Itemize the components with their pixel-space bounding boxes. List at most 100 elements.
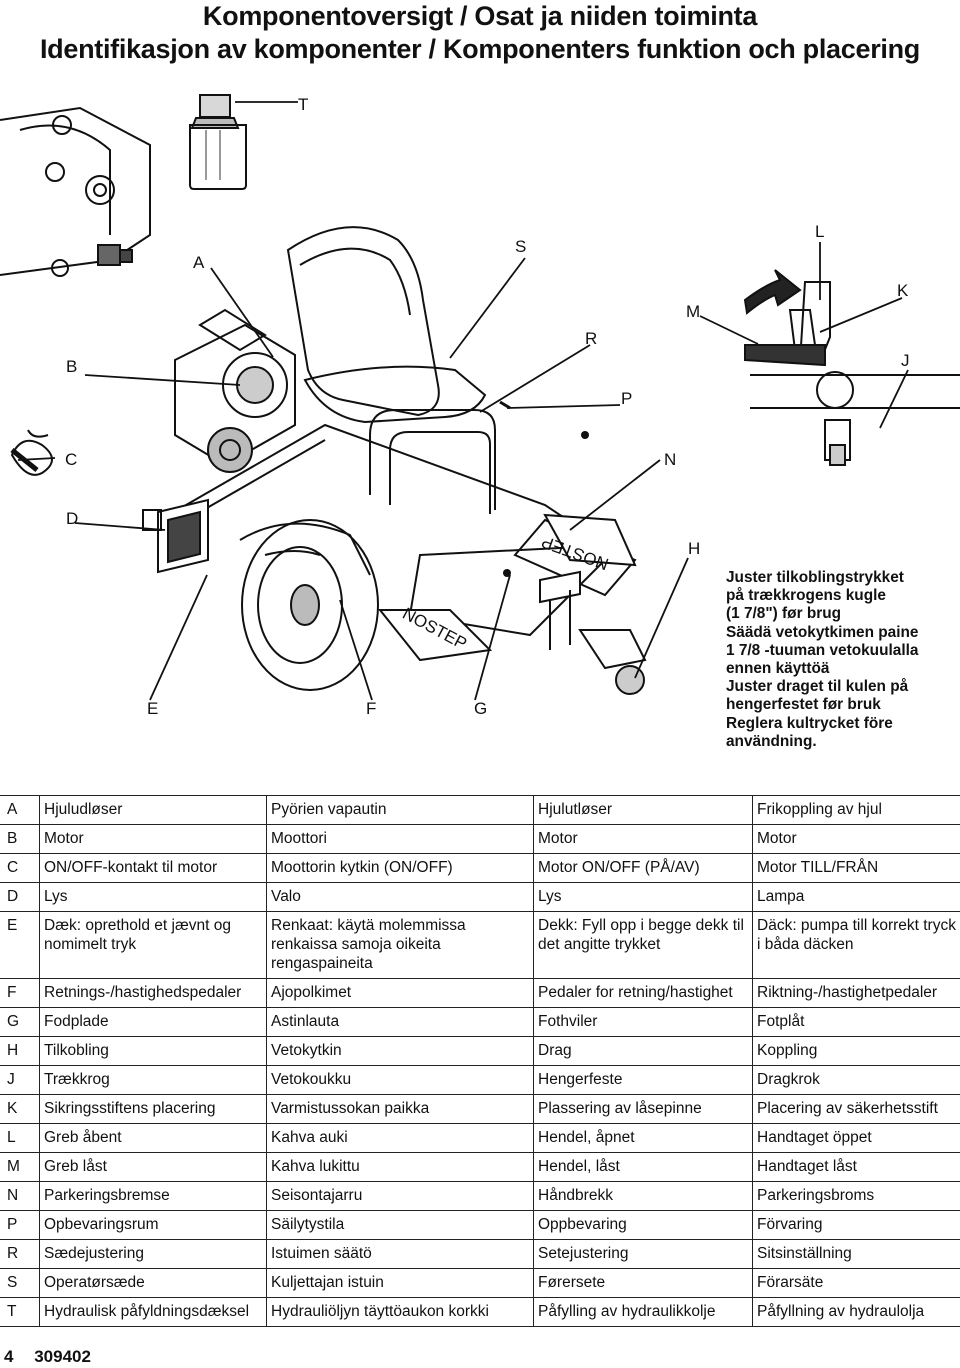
callout-C: C (65, 450, 77, 469)
row-key-cell: E (0, 911, 40, 979)
row-key-cell: J (0, 1065, 40, 1095)
callout-E: E (147, 699, 158, 718)
row-no-cell: Motor (533, 824, 753, 854)
callout-P: P (621, 389, 632, 408)
note-line: användning. (726, 732, 817, 750)
callout-N: N (664, 450, 676, 469)
row-sv-cell: Lampa (752, 882, 960, 912)
row-da-cell: Fodplade (39, 1007, 267, 1037)
note-line: Juster tilkoblingstrykket (726, 569, 904, 586)
row-fi-cell: Varmistussokan paikka (266, 1094, 534, 1124)
row-key-cell: L (0, 1123, 40, 1153)
row-no-cell: Drag (533, 1036, 753, 1066)
row-fi-cell: Pyörien vapautin (266, 795, 534, 825)
row-da-cell: Opbevaringsrum (39, 1210, 267, 1240)
row-da-cell: Hjuludløser (39, 795, 267, 825)
row-no-cell: Setejustering (533, 1239, 753, 1269)
row-fi-cell: Valo (266, 882, 534, 912)
row-key-cell: T (0, 1297, 40, 1327)
row-fi-cell: Kuljettajan istuin (266, 1268, 534, 1298)
row-key-cell: F (0, 978, 40, 1008)
row-key-cell: A (0, 795, 40, 825)
row-fi-cell: Kahva lukittu (266, 1152, 534, 1182)
row-no-cell: Pedaler for retning/hastighet (533, 978, 753, 1008)
page-footer: 4 309402 (4, 1347, 107, 1367)
row-sv-cell: Däck: pumpa till korrekt tryck i båda dä… (752, 911, 960, 979)
row-fi-cell: Vetokytkin (266, 1036, 534, 1066)
row-key-cell: H (0, 1036, 40, 1066)
leader-H (634, 557, 689, 679)
engine-drawing (174, 308, 296, 473)
operator-seat-drawing (286, 226, 511, 424)
note-line: 1 7/8 -tuuman vetokuulalla (726, 641, 919, 659)
callout-G: G (474, 699, 487, 718)
row-key-cell: S (0, 1268, 40, 1298)
row-fi-cell: Astinlauta (266, 1007, 534, 1037)
row-fi-cell: Vetokoukku (266, 1065, 534, 1095)
row-no-cell: Plassering av låsepinne (533, 1094, 753, 1124)
callout-J: J (901, 351, 910, 370)
page-number: 4 (4, 1347, 14, 1366)
row-sv-cell: Handtaget låst (752, 1152, 960, 1182)
row-sv-cell: Dragkrok (752, 1065, 960, 1095)
leader-D (74, 522, 166, 531)
page-title-line-2: Identifikasjon av komponenter / Komponen… (39, 34, 920, 64)
row-da-cell: Sædejustering (39, 1239, 267, 1269)
row-sv-cell: Sitsinställning (752, 1239, 960, 1269)
row-da-cell: Dæk: oprethold et jævnt og nomimelt tryk (39, 911, 267, 979)
callout-K: K (897, 281, 909, 300)
note-line: Juster draget til kulen på (726, 678, 909, 696)
hitch-pressure-note: Juster tilkoblingstrykket på trækkrogens… (726, 569, 960, 751)
callout-dot-s (581, 431, 589, 439)
row-da-cell: Lys (39, 882, 267, 912)
hitch-coupler-detail-drawing (743, 269, 960, 466)
row-sv-cell: Handtaget öppet (752, 1123, 960, 1153)
document-number: 309402 (34, 1347, 91, 1366)
row-key-cell: K (0, 1094, 40, 1124)
note-line: (1 7/8") før brug (726, 605, 842, 623)
row-sv-cell: Förarsäte (752, 1268, 960, 1298)
leader-S (449, 257, 526, 359)
callout-dot-g (503, 569, 511, 577)
row-da-cell: ON/OFF-kontakt til motor (39, 853, 267, 883)
leader-P (506, 404, 621, 409)
row-sv-cell: Placering av säkerhetsstift (752, 1094, 960, 1124)
leader-F (339, 599, 373, 701)
row-da-cell: Retnings-/hastighedspedaler (39, 978, 267, 1008)
row-da-cell: Trækkrog (39, 1065, 267, 1095)
callout-R: R (585, 329, 597, 348)
row-da-cell: Operatørsæde (39, 1268, 267, 1298)
note-line: Reglera kultrycket före (726, 714, 893, 732)
row-key-cell: B (0, 824, 40, 854)
note-line: på trækkrogens kugle (726, 587, 886, 605)
wheel-drawing (239, 519, 379, 691)
callout-B: B (66, 357, 77, 376)
row-no-cell: Hendel, åpnet (533, 1123, 753, 1153)
row-da-cell: Greb åbent (39, 1123, 267, 1153)
callout-L: L (815, 222, 824, 241)
note-line: Säädä vetokytkimen paine (726, 623, 919, 641)
row-fi-cell: Istuimen säätö (266, 1239, 534, 1269)
row-da-cell: Sikringsstiftens placering (39, 1094, 267, 1124)
callout-F: F (366, 699, 376, 718)
callout-M: M (686, 302, 700, 321)
row-key-cell: N (0, 1181, 40, 1211)
row-sv-cell: Parkeringsbroms (752, 1181, 960, 1211)
row-no-cell: Hjulutløser (533, 795, 753, 825)
row-sv-cell: Frikoppling av hjul (752, 795, 960, 825)
leader-K (819, 297, 903, 333)
row-fi-cell: Moottori (266, 824, 534, 854)
